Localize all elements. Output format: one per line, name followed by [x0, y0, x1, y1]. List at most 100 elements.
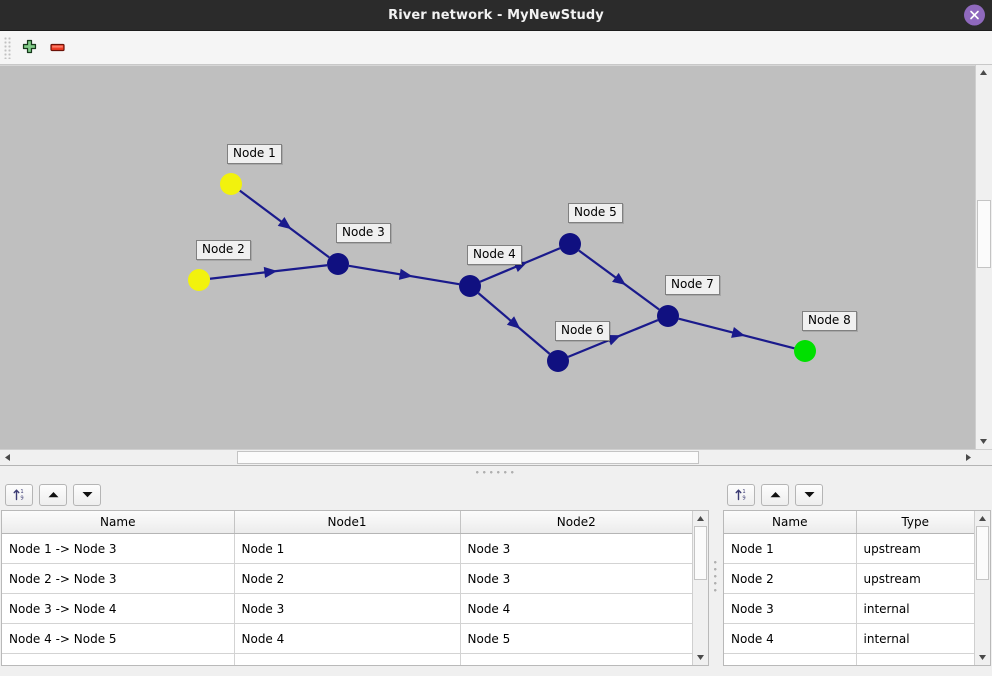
- branches-move-down-button[interactable]: [73, 483, 101, 506]
- branches-table-cell[interactable]: Node 5: [460, 623, 693, 654]
- graph-vertical-scrollbar[interactable]: [975, 65, 992, 449]
- nodes-table-cell[interactable]: upstream: [856, 563, 974, 594]
- graph-vscroll-thumb[interactable]: [977, 200, 991, 268]
- add-node-button[interactable]: [15, 35, 43, 61]
- branches-table-cell[interactable]: [460, 653, 693, 665]
- graph-node-label-node-3[interactable]: Node 3: [336, 223, 391, 243]
- vertical-splitter[interactable]: [710, 479, 722, 676]
- graph-node-label-node-6[interactable]: Node 6: [555, 321, 610, 341]
- branches-table-cell[interactable]: Node 2: [234, 563, 461, 594]
- nodes-table-row[interactable]: [724, 653, 974, 665]
- nodes-toolbar: 1 9: [722, 479, 992, 510]
- branches-sort-button[interactable]: 1 9: [5, 483, 33, 506]
- branches-table-cell[interactable]: [2, 653, 235, 665]
- graph-edge-arrowhead: [263, 266, 278, 279]
- branches-table-cell[interactable]: [234, 653, 461, 665]
- graph-node-label-node-4[interactable]: Node 4: [467, 245, 522, 265]
- branches-table-cell[interactable]: Node 1 -> Node 3: [2, 533, 235, 564]
- graph-node-node-7[interactable]: [657, 305, 679, 327]
- graph-scroll-up-button[interactable]: [976, 65, 991, 80]
- graph-edge-arrowhead: [612, 272, 626, 286]
- graph-node-node-4[interactable]: [459, 275, 481, 297]
- caret-down-icon: [980, 439, 987, 444]
- branches-table-cell[interactable]: Node 4: [234, 623, 461, 654]
- nodes-table-cell[interactable]: [724, 653, 857, 665]
- nodes-sort-button[interactable]: 1 9: [727, 483, 755, 506]
- nodes-scroll-up-button[interactable]: [975, 511, 990, 526]
- nodes-table-cell[interactable]: internal: [856, 593, 974, 624]
- branches-table-row[interactable]: [2, 653, 693, 665]
- graph-vscroll-track[interactable]: [976, 80, 992, 434]
- graph-scroll-down-button[interactable]: [976, 434, 991, 449]
- arrow-up-icon: [770, 492, 780, 498]
- branches-panel: 1 9: [0, 479, 710, 676]
- graph-scroll-right-button[interactable]: [961, 450, 976, 465]
- nodes-table-cell[interactable]: Node 1: [724, 533, 857, 564]
- network-graph-canvas[interactable]: Node 1 Node 2 Node 3 Node 4 Node 5 Node 6 Node…: [0, 65, 975, 449]
- branches-table-cell[interactable]: Node 4: [460, 593, 693, 624]
- branches-table-cell[interactable]: Node 3 -> Node 4: [2, 593, 235, 624]
- branches-scroll-down-button[interactable]: [693, 650, 708, 665]
- nodes-table-cell[interactable]: internal: [856, 623, 974, 654]
- nodes-move-up-button[interactable]: [761, 483, 789, 506]
- nodes-table-cell[interactable]: Node 3: [724, 593, 857, 624]
- graph-node-node-2[interactable]: [188, 269, 210, 291]
- branches-table-column-header[interactable]: Name: [2, 511, 235, 534]
- graph-node-node-5[interactable]: [559, 233, 581, 255]
- branches-vscroll-track[interactable]: [693, 526, 708, 650]
- graph-edge-arrowhead: [398, 268, 413, 280]
- nodes-vscroll-thumb[interactable]: [976, 526, 989, 580]
- branches-table-cell[interactable]: Node 1: [234, 533, 461, 564]
- branches-table-cell[interactable]: Node 3: [460, 533, 693, 564]
- graph-node-label-node-2[interactable]: Node 2: [196, 240, 251, 260]
- horizontal-splitter[interactable]: [0, 465, 992, 479]
- delete-node-button[interactable]: [43, 35, 71, 61]
- nodes-vscroll-track[interactable]: [975, 526, 990, 650]
- close-window-button[interactable]: [964, 4, 985, 26]
- nodes-move-down-button[interactable]: [795, 483, 823, 506]
- graph-node-node-1[interactable]: [220, 173, 242, 195]
- graph-hscroll-thumb[interactable]: [237, 451, 699, 464]
- toolbar-grip[interactable]: [4, 36, 12, 59]
- graph-scroll-left-button[interactable]: [0, 450, 15, 465]
- graph-node-node-3[interactable]: [327, 253, 349, 275]
- branches-table-cell[interactable]: Node 2 -> Node 3: [2, 563, 235, 594]
- branches-table-cell[interactable]: Node 4 -> Node 5: [2, 623, 235, 654]
- branches-vscroll-thumb[interactable]: [694, 526, 708, 580]
- nodes-table-column-header[interactable]: Name: [724, 511, 857, 534]
- graph-node-node-8[interactable]: [794, 340, 816, 362]
- nodes-table-cell[interactable]: upstream: [856, 533, 974, 564]
- graph-node-label-node-1[interactable]: Node 1: [227, 144, 282, 164]
- nodes-table-cell[interactable]: [856, 653, 974, 665]
- nodes-table-column-header[interactable]: Type: [856, 511, 974, 534]
- branches-table-column-header[interactable]: Node2: [460, 511, 693, 534]
- graph-hscroll-track[interactable]: [15, 450, 961, 465]
- branches-toolbar: 1 9: [0, 479, 710, 510]
- graph-horizontal-scrollbar[interactable]: [0, 449, 992, 465]
- graph-node-label-node-8[interactable]: Node 8: [802, 311, 857, 331]
- nodes-table-cell[interactable]: Node 4: [724, 623, 857, 654]
- branches-table-cell[interactable]: Node 3: [234, 593, 461, 624]
- branches-table-column-header[interactable]: Node1: [234, 511, 461, 534]
- branches-scroll-up-button[interactable]: [693, 511, 708, 526]
- nodes-vertical-scrollbar[interactable]: [974, 511, 990, 665]
- graph-node-label-node-7[interactable]: Node 7: [665, 275, 720, 295]
- nodes-scroll-down-button[interactable]: [975, 650, 990, 665]
- graph-node-node-6[interactable]: [547, 350, 569, 372]
- branches-table-cell[interactable]: Node 3: [460, 563, 693, 594]
- branches-move-up-button[interactable]: [39, 483, 67, 506]
- graph-node-label-node-5[interactable]: Node 5: [568, 203, 623, 223]
- scrollbar-corner: [976, 450, 992, 465]
- nodes-table-cell[interactable]: Node 2: [724, 563, 857, 594]
- branches-vertical-scrollbar[interactable]: [692, 511, 708, 665]
